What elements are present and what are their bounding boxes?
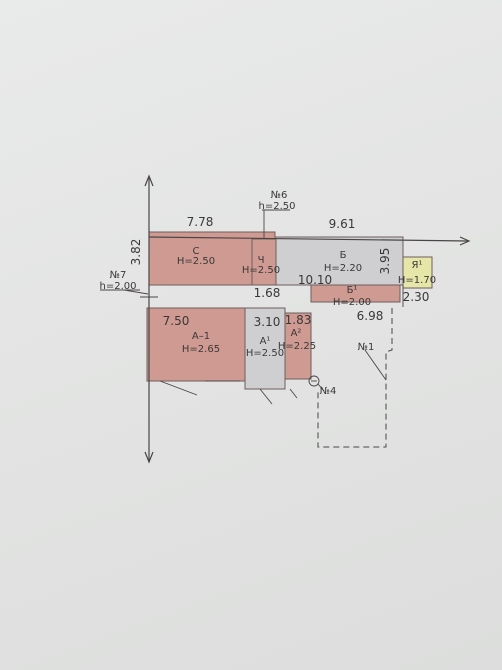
room-aa-name: А¹	[260, 336, 271, 347]
room-a2-name: А²	[291, 328, 302, 339]
room-c-name: С	[193, 246, 200, 257]
room-aa-height: Н=2.50	[246, 348, 284, 359]
marker-4-label: №4	[320, 386, 337, 397]
room-b-name: Б	[340, 250, 347, 261]
dimension-1-68: 1.68	[254, 286, 281, 300]
marker-6-height: h=2.50	[259, 201, 296, 212]
horizontal-axis	[148, 236, 469, 242]
room-aa	[244, 307, 286, 390]
room-b1-height: Н=2.00	[333, 297, 371, 308]
room-b1-name: Б¹	[347, 285, 358, 296]
porch-line	[259, 388, 273, 405]
axis-arrow-up-icon	[144, 174, 154, 187]
outbuilding-dashed-outline	[317, 308, 393, 448]
axis-arrow-down-icon	[144, 451, 154, 464]
a1-step-line	[159, 380, 198, 396]
dimension-7-78: 7.78	[187, 215, 214, 229]
marker-7-leader	[123, 289, 149, 295]
room-ch-name: Ч	[258, 255, 265, 266]
axis-arrow-right-icon	[459, 236, 471, 246]
room-a2-height: Н=2.25	[278, 341, 316, 352]
porch-line-2	[289, 388, 298, 399]
room-a2	[284, 312, 312, 380]
marker-4-leader	[317, 383, 325, 392]
room-a1-name: А–1	[192, 331, 210, 342]
dimension-2-30: 2.30	[403, 290, 430, 304]
dimension-3-95: 3.95	[378, 248, 392, 275]
room-c-height: Н=2.50	[177, 256, 215, 267]
marker-1-leader	[364, 349, 387, 381]
marker-7-height: h=2.00	[100, 281, 137, 292]
well-icon	[308, 375, 320, 387]
room-ya-name: Я¹	[412, 260, 423, 271]
dimension-9-61: 9.61	[329, 217, 356, 231]
room-ya-height: Н=1.70	[398, 275, 436, 286]
room-b-height: Н=2.20	[324, 263, 362, 274]
dimension-1-83: 1.83	[285, 313, 312, 327]
dimension-6-98: 6.98	[357, 309, 384, 323]
dimension-3-82: 3.82	[129, 239, 143, 266]
room-ya	[402, 256, 433, 289]
room-b	[274, 236, 404, 286]
room-b1	[310, 284, 401, 303]
dimension-3-10: 3.10	[254, 315, 281, 329]
dimension-7-50: 7.50	[163, 314, 190, 328]
room-a1	[146, 307, 246, 382]
marker-6-label: №6	[271, 190, 288, 201]
room-ch-height: Н=2.50	[242, 265, 280, 276]
marker-1-label: №1	[358, 342, 375, 353]
dimension-10-10: 10.10	[298, 273, 332, 287]
room-a1-height: Н=2.65	[182, 344, 220, 355]
marker-7-label: №7	[110, 270, 127, 281]
